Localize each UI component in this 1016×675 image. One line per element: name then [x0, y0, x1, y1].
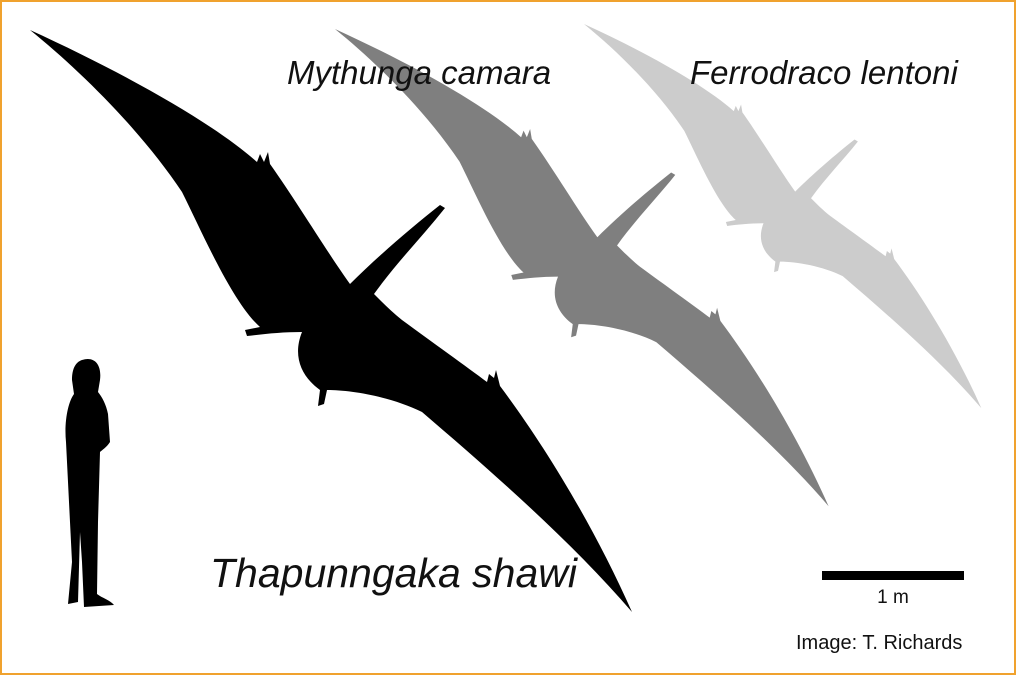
species-label-mythunga: Mythunga camara: [287, 54, 552, 91]
species-label-thapunngaka: Thapunngaka shawi: [210, 550, 577, 596]
thapunngaka-silhouette: [30, 30, 632, 612]
scale-bar-label: 1 m: [877, 587, 909, 608]
mythunga-silhouette: [334, 28, 829, 507]
species-label-ferrodraco: Ferrodraco lentoni: [690, 54, 958, 91]
image-credit: Image: T. Richards: [796, 632, 963, 654]
human-silhouette: [65, 358, 114, 607]
scale-bar: [822, 571, 964, 580]
